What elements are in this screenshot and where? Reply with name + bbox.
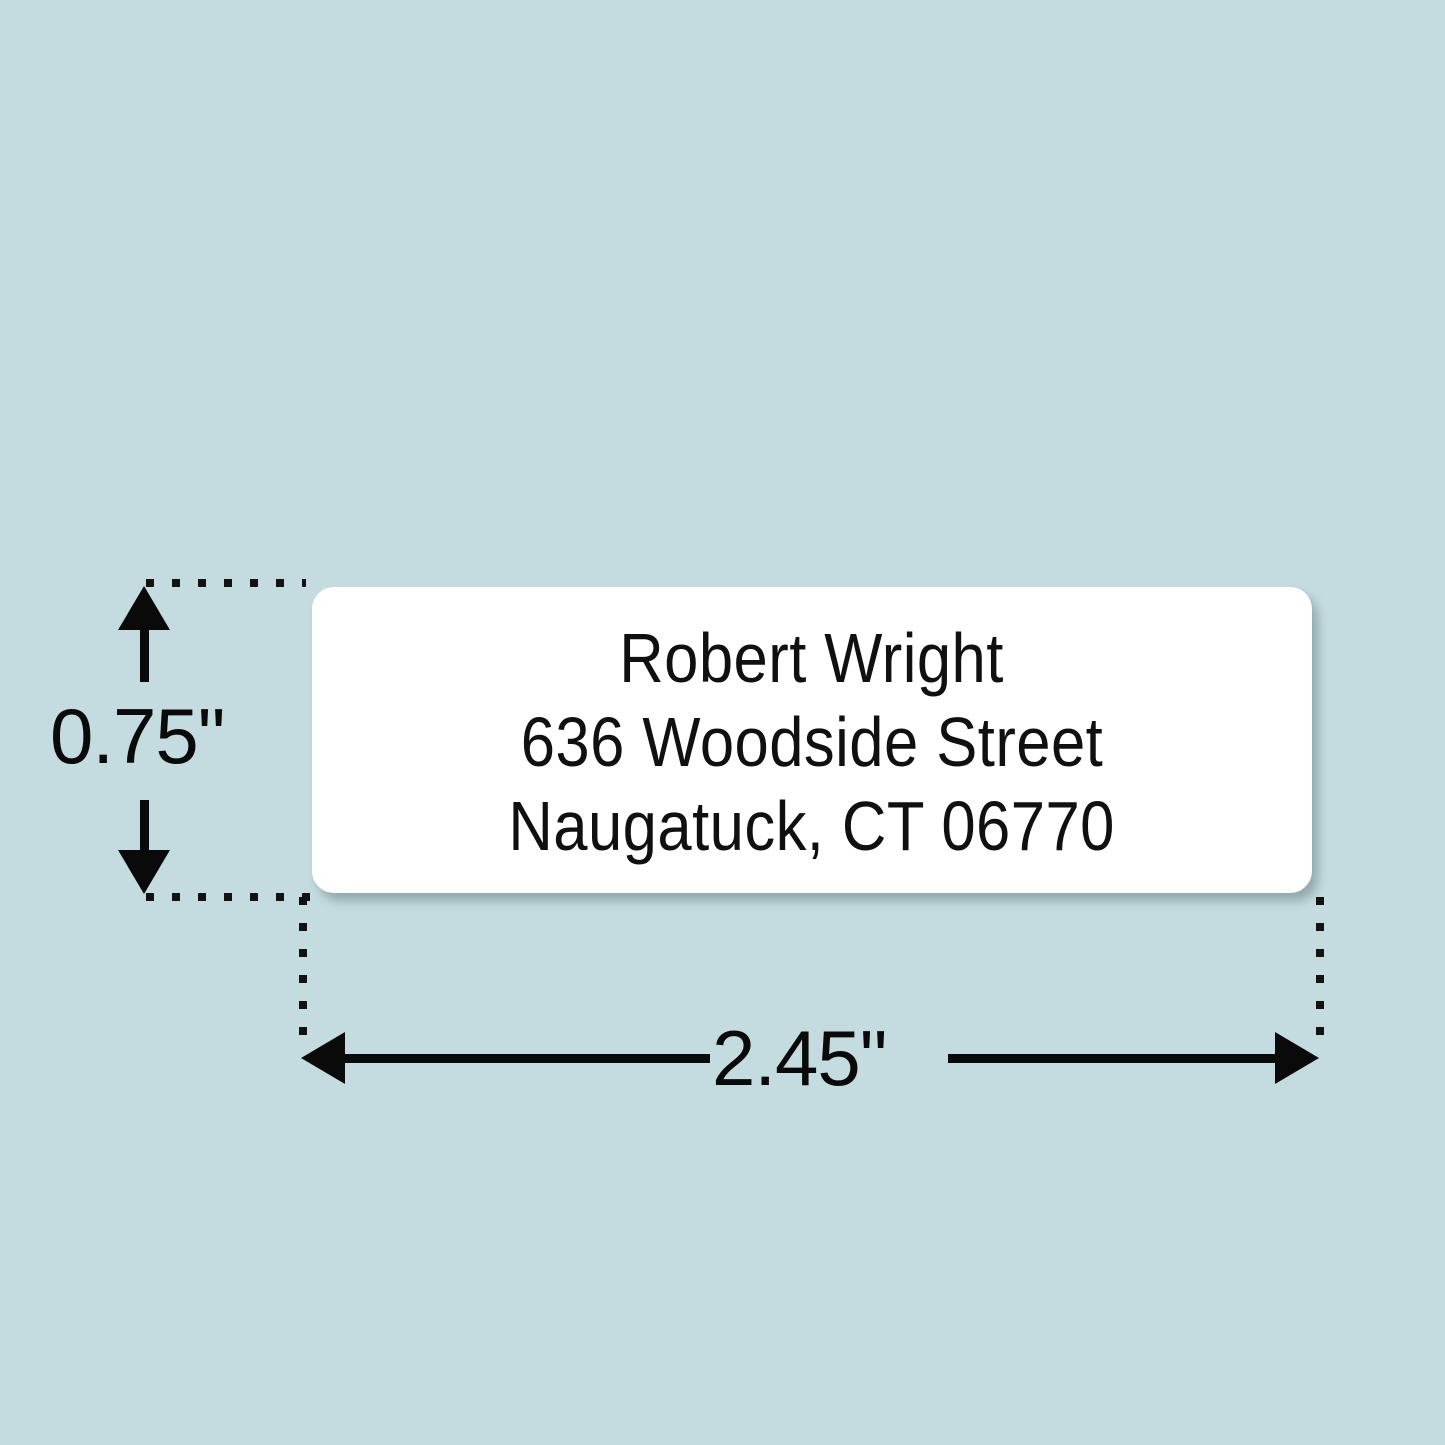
dimension-shaft-right — [948, 1054, 1290, 1063]
height-dimension-label: 0.75" — [50, 692, 225, 780]
arrow-right-icon — [1275, 1032, 1319, 1084]
extension-line-top — [146, 579, 306, 587]
address-line-city-state-zip: Naugatuck, CT 06770 — [508, 787, 1116, 865]
address-line-name: Robert Wright — [619, 619, 1005, 697]
extension-line-left — [299, 897, 307, 1047]
dimension-shaft-up — [140, 620, 149, 682]
width-dimension-label: 2.45" — [712, 1014, 887, 1102]
dimension-shaft-left — [330, 1054, 710, 1063]
extension-line-right — [1316, 897, 1324, 1047]
extension-line-bottom — [146, 893, 314, 901]
dimension-shaft-down — [140, 800, 149, 862]
arrow-down-icon — [118, 850, 170, 894]
address-label-card: Robert Wright 636 Woodside Street Naugat… — [312, 587, 1312, 893]
address-line-street: 636 Woodside Street — [520, 703, 1104, 781]
